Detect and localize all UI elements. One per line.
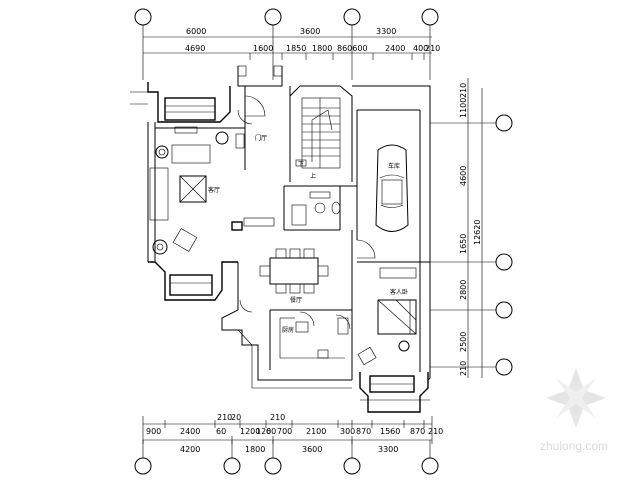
watermark-text: zhulong.com — [540, 439, 608, 453]
axis-bubble — [343, 8, 361, 26]
dim-label: 2500 — [459, 332, 468, 352]
dim-label: 400 — [413, 44, 428, 53]
dim-label: 12620 — [473, 220, 482, 245]
dim-label: 2800 — [459, 280, 468, 300]
coffee-table-icon — [179, 175, 207, 203]
dim-label: 210 — [459, 361, 468, 376]
door-swings — [237, 95, 376, 346]
dim-label: 300 — [340, 427, 355, 436]
plant-icon — [152, 239, 168, 255]
room-label-kitchen: 厨房 — [282, 326, 294, 334]
dim-label: 4600 — [459, 166, 468, 186]
dim-label: 1200 — [240, 427, 260, 436]
dim-label: 2400 — [180, 427, 200, 436]
stair-label-up: 上 — [310, 172, 316, 180]
dim-label: 1560 — [380, 427, 400, 436]
axis-bubble — [264, 457, 282, 475]
stair-label-down: 下 — [298, 161, 304, 168]
top-detail-dims: 4690 1600 1850 1800 860600 2400 400 210 — [185, 44, 440, 53]
plant-icon — [215, 131, 229, 145]
dim-label: 900 — [146, 427, 161, 436]
dim-label: 4690 — [185, 44, 205, 53]
living-furniture — [149, 126, 275, 255]
axis-bubble — [495, 301, 513, 319]
bedroom-fixtures — [357, 267, 417, 366]
axis-bubble — [264, 8, 282, 26]
dim-label: 210 — [428, 427, 443, 436]
bottom-axis-bubbles — [134, 440, 439, 475]
dim-label: 3600 — [300, 27, 320, 36]
kitchen-fixtures — [279, 317, 349, 359]
dim-label: 1800 — [245, 445, 265, 454]
dim-label: 60 — [266, 427, 276, 436]
stairs — [295, 97, 341, 169]
dim-label: 2400 — [385, 44, 405, 53]
right-axis-bubbles — [430, 78, 513, 378]
axis-bubble — [421, 457, 439, 475]
plant-icon — [398, 340, 410, 352]
dim-label: 210 — [459, 83, 468, 98]
dim-label: 1850 — [286, 44, 306, 53]
dim-label: 3300 — [378, 445, 398, 454]
room-label-living: 客厅 — [208, 186, 220, 194]
dim-label: 1800 — [312, 44, 332, 53]
bottom-detail-dims: 900 2400 60 1200 120 60 700 2100 300 870… — [146, 413, 443, 436]
top-total-dims: 6000 3600 3300 — [186, 27, 396, 36]
bottom-total-dims: 4200 1800 3600 3300 — [180, 445, 398, 454]
dim-label: 3600 — [302, 445, 322, 454]
axis-bubble — [495, 114, 513, 132]
dim-label: 6000 — [186, 27, 206, 36]
dim-label: 210 — [217, 413, 232, 422]
axis-bubble — [134, 457, 152, 475]
axis-bubble — [495, 253, 513, 271]
dim-label: 1100 — [459, 98, 468, 118]
dim-label: 120 — [256, 427, 271, 436]
wc-fixtures — [291, 191, 341, 226]
watermark: zhulong.com — [540, 368, 608, 453]
axis-bubble — [343, 457, 361, 475]
dim-label: 870 — [356, 427, 371, 436]
dim-label: 210 — [425, 44, 440, 53]
dim-label: 1600 — [253, 44, 273, 53]
dim-label: 60 — [216, 427, 226, 436]
car-icon — [375, 144, 409, 232]
top-dimension-lines — [143, 36, 432, 60]
dining-table — [259, 248, 329, 294]
axis-bubble — [495, 358, 513, 376]
dim-label: 4200 — [180, 445, 200, 454]
dim-label: 2100 — [306, 427, 326, 436]
axis-bubble — [134, 8, 152, 26]
building-walls — [130, 65, 431, 413]
room-label-bedroom: 客人卧 — [390, 288, 408, 296]
room-label-hall: 门厅 — [255, 134, 267, 142]
dim-label: 1650 — [459, 234, 468, 254]
dim-label: 20 — [231, 413, 241, 422]
right-detail-dims: 210 1100 4600 1650 2800 2500 210 12620 — [459, 83, 482, 376]
room-label-dining: 餐厅 — [290, 296, 302, 304]
dim-label: 860600 — [337, 44, 368, 53]
room-labels: 门厅 客厅 车库 餐厅 厨房 客人卧 下 上 — [208, 134, 408, 334]
plant-icon — [155, 145, 169, 159]
dim-label: 3300 — [376, 27, 396, 36]
dim-label: 870 — [410, 427, 425, 436]
watermark-logo-icon — [546, 368, 606, 428]
axis-bubble — [421, 8, 439, 26]
dim-label: 700 — [277, 427, 292, 436]
room-label-garage: 车库 — [388, 162, 400, 170]
dim-label: 210 — [270, 413, 285, 422]
top-axis-bubbles — [134, 8, 439, 80]
axis-bubble — [223, 457, 241, 475]
